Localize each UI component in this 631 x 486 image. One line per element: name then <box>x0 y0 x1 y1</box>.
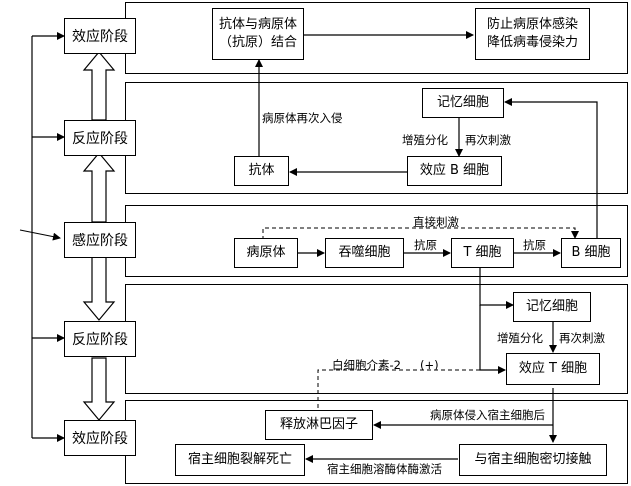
panel-reaction-humoral <box>125 82 628 194</box>
phagocyte-label: 吞噬细胞 <box>338 245 391 260</box>
block-arrow-up-1 <box>82 51 116 121</box>
host-lysis-box: 宿主细胞裂解死亡 <box>175 444 305 476</box>
spine-arrow-s3 <box>19 229 61 241</box>
block-arrow-up-2 <box>82 152 116 223</box>
antibody-box: 抗体 <box>234 156 289 186</box>
label-positive: (+) <box>420 358 439 372</box>
lymphokine-label: 释放淋巴因子 <box>279 417 358 432</box>
arrow-direct-stimulation <box>262 227 579 240</box>
stage-effect-1: 效应阶段 <box>64 18 136 54</box>
label-antigen-1: 抗原 <box>414 238 437 252</box>
host-lysis-label: 宿主细胞裂解死亡 <box>187 452 292 467</box>
arrow-il2-feedback <box>317 369 505 408</box>
label-direct-stim: 直接刺激 <box>413 215 459 229</box>
stage-label: 感应阶段 <box>72 233 128 249</box>
label-antigen-2: 抗原 <box>523 238 546 252</box>
antibody-label: 抗体 <box>248 163 275 178</box>
lymphokine-box: 释放淋巴因子 <box>265 410 373 440</box>
stage-effect-2: 效应阶段 <box>64 420 136 456</box>
prevent-infection-box: 防止病原体感染 降低病毒侵染力 <box>475 8 590 60</box>
host-contact-label: 与宿主细胞密切接触 <box>474 452 592 467</box>
label-b-restim: 再次刺激 <box>465 133 511 147</box>
stage-label: 效应阶段 <box>72 431 128 447</box>
label-pathogen-reinvade: 病原体再次入侵 <box>262 111 343 125</box>
effector-b-label: 效应 B 细胞 <box>419 163 490 178</box>
memory-t-cell-box: 记忆细胞 <box>513 292 591 322</box>
b-cell-label: B 细胞 <box>571 245 611 260</box>
antibody-binding-box: 抗体与病原体 （抗原）结合 <box>212 8 304 60</box>
label-lysozyme: 宿主细胞溶酶体酶激活 <box>327 462 442 476</box>
memory-b-label: 记忆细胞 <box>436 95 489 110</box>
stage-reaction-1: 反应阶段 <box>64 120 136 156</box>
host-contact-box: 与宿主细胞密切接触 <box>459 444 607 476</box>
memory-t-label: 记忆细胞 <box>525 299 578 314</box>
block-arrow-down-3 <box>82 255 116 321</box>
stage-label: 反应阶段 <box>72 332 128 348</box>
label-b-prolif: 增殖分化 <box>402 133 448 147</box>
stage-label: 反应阶段 <box>72 131 128 147</box>
stage-reaction-2: 反应阶段 <box>64 321 136 357</box>
prevent-line-2: 降低病毒侵染力 <box>486 35 578 50</box>
stage-sensing: 感应阶段 <box>64 222 136 258</box>
b-cell-box: B 细胞 <box>561 238 621 268</box>
arrow-bcell-to-memory <box>504 98 598 240</box>
t-cell-box: T 细胞 <box>451 238 514 268</box>
prevent-line-1: 防止病原体感染 <box>486 17 578 32</box>
t-cell-label: T 细胞 <box>463 245 502 260</box>
pathogen-label: 病原体 <box>246 245 286 260</box>
memory-b-cell-box: 记忆细胞 <box>422 88 504 118</box>
label-t-restim: 再次刺激 <box>559 331 605 345</box>
label-interleukin-2: 白细胞介素-2 <box>332 358 401 372</box>
binding-line-1: 抗体与病原体 <box>218 17 297 32</box>
label-invade-host: 病原体侵入宿主细胞后 <box>430 408 545 422</box>
binding-line-2: （抗原）结合 <box>218 35 297 50</box>
stage-label: 效应阶段 <box>72 29 128 45</box>
pathogen-box: 病原体 <box>234 238 298 268</box>
effector-b-cell-box: 效应 B 细胞 <box>407 156 502 186</box>
effector-t-cell-box: 效应 T 细胞 <box>506 353 600 385</box>
block-arrow-down-4 <box>82 357 116 421</box>
effector-t-label: 效应 T 细胞 <box>518 361 588 376</box>
label-t-prolif: 增殖分化 <box>497 331 543 345</box>
phagocyte-box: 吞噬细胞 <box>325 238 404 268</box>
